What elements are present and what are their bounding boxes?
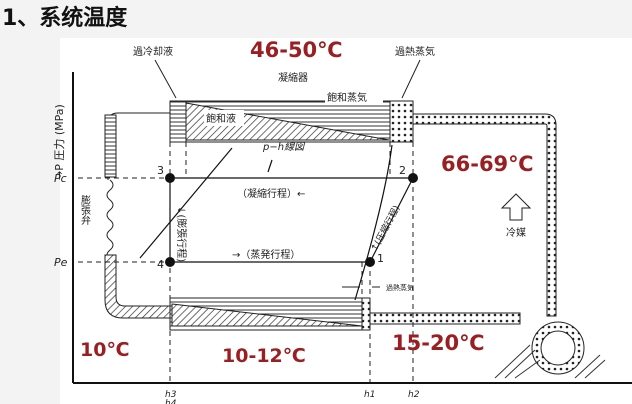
point-2 bbox=[408, 173, 418, 183]
ph-diagram-label: p−h線図 bbox=[262, 141, 306, 153]
point-1 bbox=[365, 257, 375, 267]
point-3-label: 3 bbox=[157, 164, 164, 177]
pc-label: Pc bbox=[54, 172, 67, 185]
h1-label: h1 bbox=[364, 390, 375, 400]
h2-label: h2 bbox=[408, 390, 420, 400]
y-axis-label: →P 圧力 (MPa) bbox=[53, 104, 66, 180]
pe-label: Pe bbox=[54, 256, 68, 269]
h4-label: h4 bbox=[165, 399, 177, 404]
expansion-outlet-temperature: 10℃ bbox=[80, 339, 129, 361]
point-4 bbox=[165, 257, 175, 267]
discharge-pipe bbox=[412, 113, 557, 317]
slide-title: 1、系统温度 bbox=[2, 5, 128, 31]
flow-direction-arrow-icon bbox=[500, 193, 532, 221]
condensing-stroke-label: （凝縮行程）← bbox=[237, 187, 305, 200]
condenser-temperature: 46-50℃ bbox=[250, 38, 343, 62]
superheated-vapor-label: 過熱蒸気 bbox=[395, 45, 435, 58]
evaporating-stroke-label: →（蒸発行程） bbox=[232, 248, 300, 261]
subcooled-liquid-label: 過冷却液 bbox=[133, 45, 173, 58]
superheat-section bbox=[389, 100, 414, 143]
point-4-label: 4 bbox=[157, 258, 164, 271]
discharge-temperature: 66-69℃ bbox=[441, 152, 534, 176]
expansion-valve-label: 膨張弁 bbox=[79, 194, 91, 226]
evaporator-temperature: 10-12℃ bbox=[222, 345, 306, 367]
point-2-label: 2 bbox=[399, 164, 406, 177]
saturated-liquid-label: 飽和液 bbox=[206, 112, 236, 125]
expansion-stroke-label: ↓(膨張行程) bbox=[175, 206, 188, 262]
cycle-points bbox=[165, 173, 418, 267]
liquid-line bbox=[104, 114, 117, 178]
suction-pipe bbox=[369, 312, 521, 325]
suction-temperature: 15-20℃ bbox=[392, 331, 485, 355]
superheat-small-label: 過熱蒸気 bbox=[386, 283, 414, 292]
point-1-label: 1 bbox=[377, 252, 384, 265]
expansion-valve-coil bbox=[106, 179, 114, 261]
h3-label: h3 bbox=[165, 390, 177, 400]
subcooled-section bbox=[169, 100, 187, 143]
point-3 bbox=[165, 173, 175, 183]
condenser-label: 凝縮器 bbox=[278, 71, 308, 84]
refrigerant-label: 冷媒 bbox=[506, 226, 526, 239]
saturated-vapor-label: 飽和蒸気 bbox=[327, 91, 367, 104]
